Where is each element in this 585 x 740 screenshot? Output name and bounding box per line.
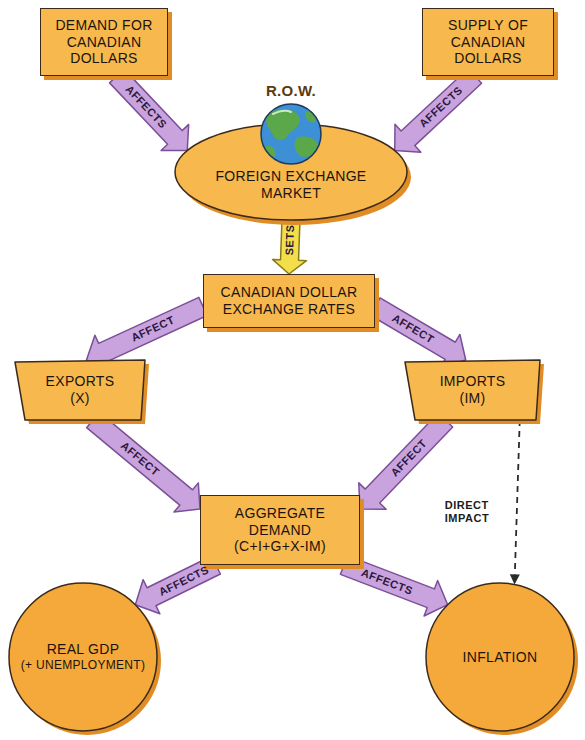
arrow-label: SETS — [284, 224, 296, 255]
arrow-head — [510, 574, 520, 584]
outcome-circle: REAL GDP(+ UNEMPLOYMENT) — [8, 582, 158, 732]
node-text: IMPORTS — [440, 373, 506, 390]
node-text: SUPPLY OF CANADIAN DOLLARS — [431, 17, 545, 67]
block-arrow — [87, 297, 208, 369]
market-ellipse-outline — [172, 82, 410, 226]
globe-outline — [261, 104, 321, 164]
node-text: (X) — [70, 390, 90, 407]
source-box: SUPPLY OF CANADIAN DOLLARS — [422, 8, 554, 76]
trapezoid-box: EXPORTS(X) — [15, 360, 145, 420]
shape-body — [426, 583, 574, 731]
node-text: EXPORTS — [46, 373, 115, 390]
continent — [295, 136, 319, 157]
arrow-label: AFFECTS — [157, 564, 211, 598]
market-ellipse: R.O.W. FOREIGN EXCHANGE MARKET — [172, 82, 410, 226]
arrow-label: AFFECT — [389, 437, 429, 478]
shape-body — [15, 360, 145, 420]
node-text: (+ UNEMPLOYMENT) — [21, 658, 145, 672]
shape-body — [9, 583, 157, 731]
node-text: REAL GDP — [47, 641, 120, 658]
block-arrow — [359, 413, 453, 509]
arrow-label: AFFECT — [390, 312, 436, 345]
process-box: AGGREGATE DEMAND(C+I+G+X-IM) — [200, 495, 360, 565]
source-box: DEMAND FOR CANADIAN DOLLARS — [40, 8, 168, 76]
globe-icon — [261, 104, 321, 164]
node-text: AGGREGATE DEMAND — [209, 505, 351, 539]
arrow-label: AFFECT — [130, 315, 177, 344]
globe-shine — [273, 111, 291, 114]
continent — [266, 109, 300, 140]
process-box: CANADIAN DOLLAR EXCHANGE RATES — [203, 274, 375, 328]
arrow-label: AFFECTS — [123, 83, 168, 130]
node-text: CANADIAN DOLLAR EXCHANGE RATES — [214, 284, 364, 318]
globe-land — [265, 109, 319, 157]
node-text: R.O.W. — [172, 82, 410, 100]
trapezoid-box: IMPORTS(IM) — [405, 360, 540, 420]
arrow-label: AFFECTS — [418, 85, 465, 130]
block-arrow — [395, 69, 482, 152]
block-arrow — [273, 220, 307, 274]
node-text: (C+I+G+X-IM) — [234, 538, 326, 555]
node-text: INFLATION — [463, 649, 538, 666]
arrow-label: AFFECT — [118, 440, 161, 478]
node-text: (IM) — [459, 390, 485, 407]
node-text: DEMAND FOR CANADIAN DOLLARS — [49, 17, 159, 67]
globe-ocean — [261, 104, 321, 164]
continent — [305, 112, 315, 123]
shape-body — [405, 360, 540, 420]
block-arrow — [370, 298, 466, 367]
block-arrow — [87, 412, 200, 512]
outcome-circle: INFLATION — [425, 582, 575, 732]
arrow-label: AFFECTS — [360, 567, 415, 597]
dashed-connector — [515, 420, 520, 574]
block-arrow — [110, 69, 189, 150]
edge-note: DIRECT IMPACT — [445, 499, 509, 527]
node-text: FOREIGN EXCHANGE MARKET — [206, 168, 376, 202]
